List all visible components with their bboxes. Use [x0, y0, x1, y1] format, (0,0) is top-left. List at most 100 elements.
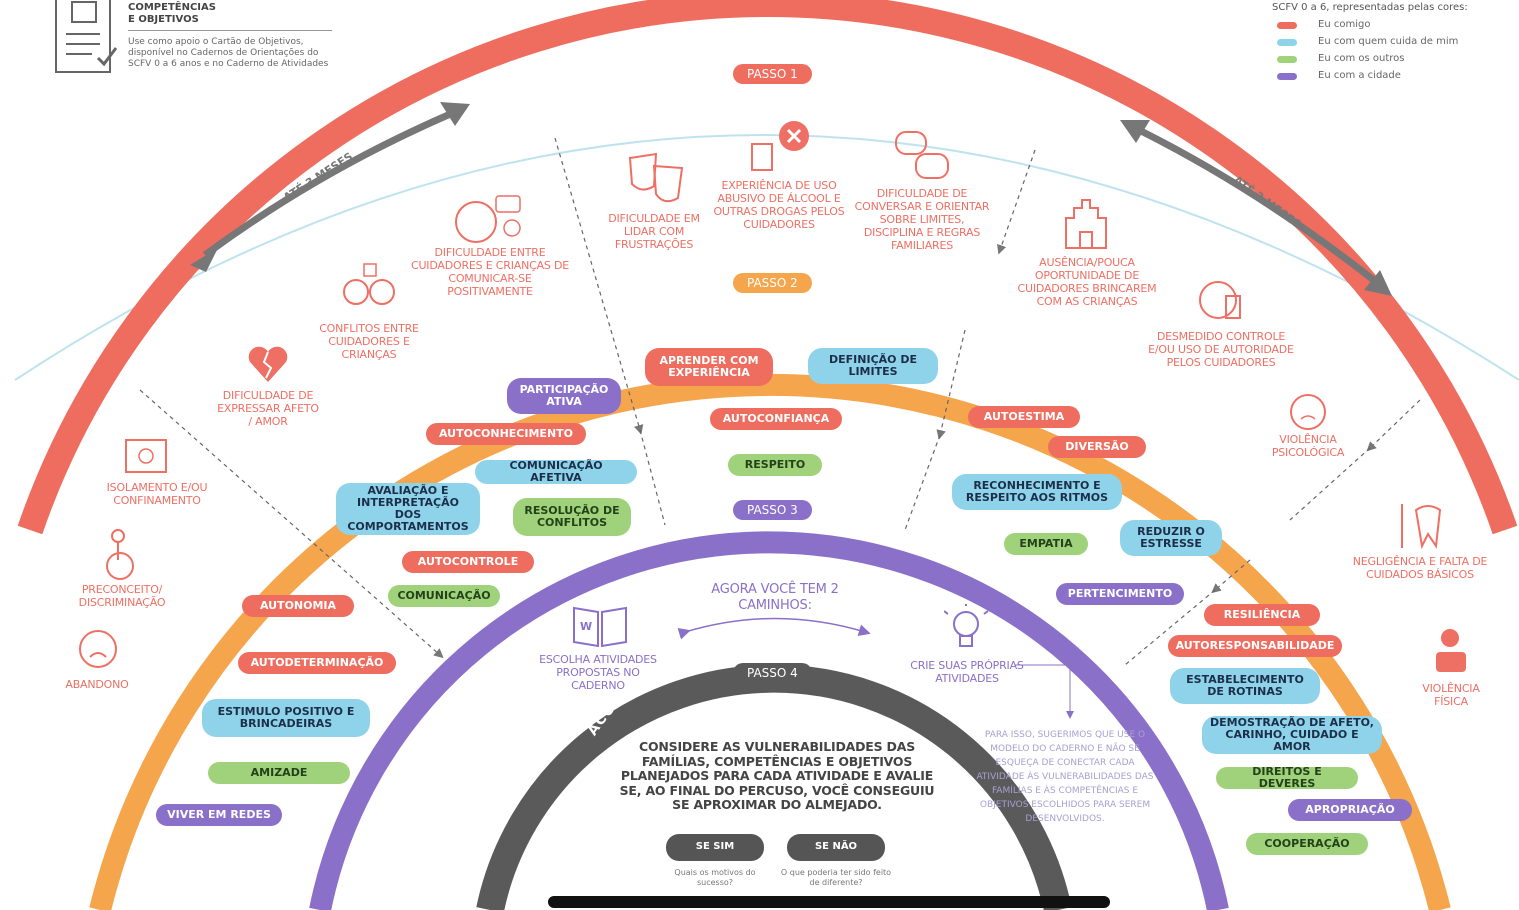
authority-icon: [1196, 278, 1246, 332]
comp-cooperacao: COOPERAÇÃO: [1246, 833, 1368, 855]
vuln-conflitos: CONFLITOS ENTRE CUIDADORES E CRIANÇAS: [319, 322, 419, 361]
divider: [936, 329, 966, 440]
left-arrow-head-bottom: [190, 248, 218, 272]
comp-resiliencia: RESILIÊNCIA: [1204, 604, 1320, 626]
legend-item: Eu com a cidade: [1318, 70, 1401, 81]
header-rule: [128, 30, 332, 31]
ring-step3: [309, 531, 1229, 910]
outer-light-arc: [14, 134, 1519, 381]
no-alcohol-icon: [746, 118, 814, 178]
header-text: Use como apoio o Cartão de Objetivos, di…: [128, 37, 329, 69]
comp-reconhecimento: RECONHECIMENTO E RESPEITO AOS RITMOS: [952, 474, 1122, 510]
book-icon: W: [570, 602, 630, 652]
vuln-negligencia: NEGLIGÊNCIA E FALTA DE CUIDADOS BÁSICOS: [1352, 555, 1488, 581]
sad-baby-icon: [1286, 390, 1330, 436]
speech-bubbles-icon: [894, 130, 954, 190]
broken-heart-icon: [246, 344, 290, 388]
comp-amizade: AMIZADE: [208, 762, 350, 784]
vuln-brincar: AUSÊNCIA/POUCA OPORTUNIDADE DE CUIDADORE…: [1017, 256, 1157, 308]
angry-face-icon: [450, 192, 526, 252]
document-icon: [52, 0, 118, 76]
comp-comunicacao: COMUNICAÇÃO: [388, 585, 500, 607]
legend-swatch-red: [1277, 22, 1297, 29]
comp-pertencimento: PERTENCIMENTO: [1056, 583, 1184, 605]
comp-respeito: RESPEITO: [728, 454, 822, 476]
vuln-psicologica: VIOLÊNCIA PSICOLÓGICA: [1271, 433, 1345, 459]
svg-text:W: W: [580, 620, 592, 633]
legend-item: Eu comigo: [1318, 19, 1371, 30]
step4-text: CONSIDERE AS VULNERABILIDADES DAS FAMÍLI…: [619, 739, 935, 812]
comp-apropriacao: APROPRIAÇÃO: [1288, 799, 1412, 821]
vuln-isolamento: ISOLAMENTO E/OU CONFINAMENTO: [106, 481, 208, 507]
comp-comafetiva: COMUNICAÇÃO AFETIVA: [475, 460, 637, 484]
comp-direitos: DIREITOS E DEVERES: [1216, 766, 1358, 790]
wheelchair-icon: [98, 528, 144, 586]
left-arrow-head-top: [440, 102, 470, 126]
comp-demonstracao: DEMOSTRAÇÃO DE AFETO, CARINHO, CUIDADO E…: [1202, 716, 1382, 754]
divider: [1366, 399, 1421, 452]
comp-autoresp: AUTORESPONSABILIDADE: [1168, 635, 1342, 657]
right-arrow: [1133, 124, 1383, 288]
divider: [997, 149, 1036, 255]
vuln-controle: DESMEDIDO CONTROLE E/OU USO DE AUTORIDAD…: [1148, 330, 1294, 369]
se-nao-button[interactable]: SE NÃO: [787, 834, 885, 861]
divider: [1124, 589, 1216, 666]
crying-face-icon: [76, 627, 122, 677]
se-nao-sub: O que poderia ter sido feito de diferent…: [780, 868, 892, 887]
hurt-person-icon: [1428, 626, 1472, 680]
comp-rotinas: ESTABELECIMENTO DE ROTINAS: [1170, 668, 1320, 704]
left-arrow: [202, 108, 457, 258]
comp-autoestima: AUTOESTIMA: [968, 406, 1080, 428]
crie-note: PARA ISSO, SUGERIMOS QUE USE O MODELO DO…: [976, 730, 1154, 824]
divider: [1289, 447, 1371, 521]
crie-text: CRIE SUAS PRÓPRIAS ATIVIDADES: [910, 659, 1024, 685]
comp-redes: VIVER EM REDES: [156, 804, 282, 826]
comp-limites: DEFINIÇÃO DE LIMITES: [808, 348, 938, 384]
header-title: COMPETÊNCIAS E OBJETIVOS: [128, 2, 216, 26]
home-indicator: [548, 896, 1110, 908]
tooth-fork-icon: [1394, 500, 1446, 556]
vuln-fisica: VIOLÊNCIA FÍSICA: [1422, 682, 1480, 708]
se-sim-sub: Quais os motivos do sucesso?: [674, 868, 756, 887]
vuln-alcool: EXPERIÊNCIA DE USO ABUSIVO DE ÁLCOOL E O…: [713, 179, 845, 231]
vuln-comunicar: DIFICULDADE ENTRE CUIDADORES E CRIANÇAS …: [410, 246, 570, 298]
divider: [139, 389, 444, 659]
se-sim-button[interactable]: SE SIM: [666, 834, 764, 861]
comp-autoconfianca: AUTOCONFIANÇA: [710, 408, 842, 430]
comp-participacao: PARTICIPAÇÃO ATIVA: [507, 378, 621, 414]
castle-icon: [1062, 198, 1110, 254]
comp-autodeterminacao: AUTODETERMINAÇÃO: [238, 652, 396, 674]
comp-estresse: REDUZIR O ESTRESSE: [1120, 520, 1222, 556]
legend-title: SCFV 0 a 6, representadas pelas cores:: [1272, 2, 1468, 13]
header-title-line1: COMPETÊNCIAS: [128, 2, 216, 13]
step1-badge: PASSO 1: [733, 64, 812, 84]
legend-swatch-purple: [1277, 73, 1297, 80]
comp-aprender: APRENDER COM EXPERIÊNCIA: [645, 348, 773, 386]
comp-empatia: EMPATIA: [1004, 533, 1088, 555]
step2-badge: PASSO 2: [733, 273, 812, 293]
crie-arrow: [1015, 664, 1074, 719]
comp-estimulo: ESTIMULO POSITIVO E BRINCADEIRAS: [202, 699, 370, 737]
header-title-line2: E OBJETIVOS: [128, 14, 199, 25]
vuln-afeto: DIFICULDADE DE EXPRESSAR AFETO / AMOR: [217, 389, 319, 428]
vuln-preconceito: PRECONCEITO/ DISCRIMINAÇÃO: [78, 583, 166, 609]
step4-badge: PASSO 4: [733, 663, 812, 683]
box-icon: [124, 432, 174, 480]
divider: [639, 429, 666, 526]
vuln-abandono: ABANDONO: [65, 678, 129, 691]
caminhos-text: AGORA VOCÊ TEM 2 CAMINHOS:: [711, 582, 839, 613]
step3-badge: PASSO 3: [733, 500, 812, 520]
comp-resolucao: RESOLUÇÃO DE CONFLITOS: [513, 498, 631, 536]
lightbulb-icon: [943, 602, 990, 658]
comp-diversao: DIVERSÃO: [1048, 436, 1146, 458]
vuln-frustracoes: DIFICULDADE EM LIDAR COM FRUSTRAÇÕES: [608, 212, 700, 251]
two-paths-arrow: [677, 617, 871, 640]
comp-autonomia: AUTONOMIA: [242, 595, 354, 617]
comp-avaliacao: AVALIAÇÃO E INTERPRETAÇÃO DOS COMPORTAME…: [336, 483, 480, 535]
legend-item: Eu com quem cuida de mim: [1318, 36, 1459, 47]
right-arrow-head-top: [1120, 120, 1150, 143]
right-arrow-head-bottom: [1364, 270, 1392, 296]
escolha-text: ESCOLHA ATIVIDADES PROPOSTAS NO CADERNO: [539, 653, 657, 692]
